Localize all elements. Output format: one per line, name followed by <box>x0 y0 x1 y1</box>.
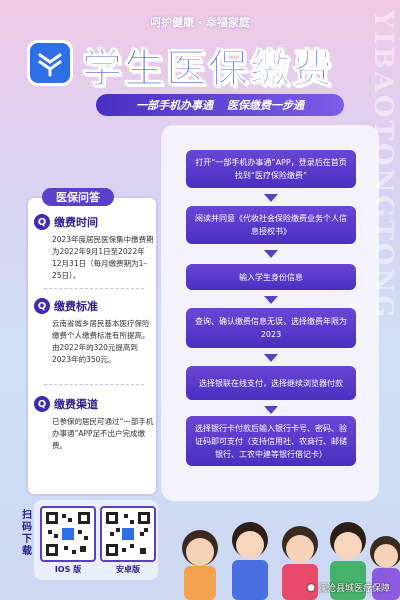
divider <box>44 384 144 385</box>
faq-item-standard: Q 缴费标准 云南省城乡居民基本医疗保险缴费个人缴费标准有所提高，由2022年的… <box>34 298 154 366</box>
ios-label: IOS 版 <box>54 565 82 574</box>
step-2: 阅读并同意《代收社会保险缴费业务个人信息授权书》 <box>186 206 356 244</box>
faq-text: 已参保的居民可通过“一部手机办事通”APP足不出户完成缴费。 <box>52 417 154 450</box>
qr-pattern-icon <box>106 512 150 556</box>
step-1: 打开“一部手机办事通”APP，登录后在首页找到“医疗保险缴费” <box>186 150 356 188</box>
qr-code-ios[interactable] <box>40 506 96 562</box>
scan-download-label: 扫码下载 <box>22 510 32 557</box>
faq-title: 缴费时间 <box>54 216 98 229</box>
faq-item-channel: Q 缴费渠道 已参保的居民可通过“一部手机办事通”APP足不出户完成缴费。 <box>34 396 154 452</box>
down-arrow-icon <box>264 250 278 258</box>
android-label: 安卓版 <box>116 565 140 574</box>
header-tagline: 呵护健康 · 幸福家庭 <box>150 16 250 29</box>
step-6: 选择银行卡付款后输入银行卡号、密码、验证码即可支付（支持信用社、农商行、邮储银行… <box>186 416 356 466</box>
account-watermark: ● 澜沧县城医疗保障 <box>307 581 390 595</box>
faq-text: 云南省城乡居民基本医疗保险缴费个人缴费标准有所提高，由2022年的320元提高到… <box>52 319 150 364</box>
down-arrow-icon <box>264 354 278 362</box>
faq-text: 2023年度居民医保集中缴费期为2022年9月1日至2022年12月31日（每月… <box>52 235 154 280</box>
step-4: 查询、确认缴费信息无误，选择缴费年限为2023 <box>186 308 356 348</box>
subtitle-a: 一部手机办事通 <box>136 99 213 112</box>
faq-item-time: Q 缴费时间 2023年度居民医保集中缴费期为2022年9月1日至2022年12… <box>34 214 154 282</box>
subtitle-banner: 一部手机办事通 医保缴费一步通 <box>96 94 344 116</box>
app-logo-icon <box>27 40 73 86</box>
account-name: 澜沧县城医疗保障 <box>317 584 390 594</box>
students-illustration <box>182 522 400 600</box>
faq-title: 缴费标准 <box>54 300 98 313</box>
faq-title: 缴费渠道 <box>54 398 98 411</box>
question-icon: Q <box>34 298 50 314</box>
faq-tab: 医保问答 <box>42 188 114 206</box>
qr-code-android[interactable] <box>100 506 156 562</box>
subtitle-b: 医保缴费一步通 <box>227 99 304 112</box>
question-icon: Q <box>34 214 50 230</box>
wechat-icon: ● <box>307 582 315 593</box>
page-title: 学生医保缴费 <box>82 46 334 93</box>
down-arrow-icon <box>264 296 278 304</box>
faq-panel <box>26 196 158 496</box>
qr-pattern-icon <box>46 512 90 556</box>
question-icon: Q <box>34 396 50 412</box>
step-3: 输入学生身份信息 <box>186 264 356 290</box>
divider <box>44 288 144 289</box>
down-arrow-icon <box>264 406 278 414</box>
step-5: 选择银联在线支付，选择继续浏览器付款 <box>186 366 356 400</box>
down-arrow-icon <box>264 194 278 202</box>
